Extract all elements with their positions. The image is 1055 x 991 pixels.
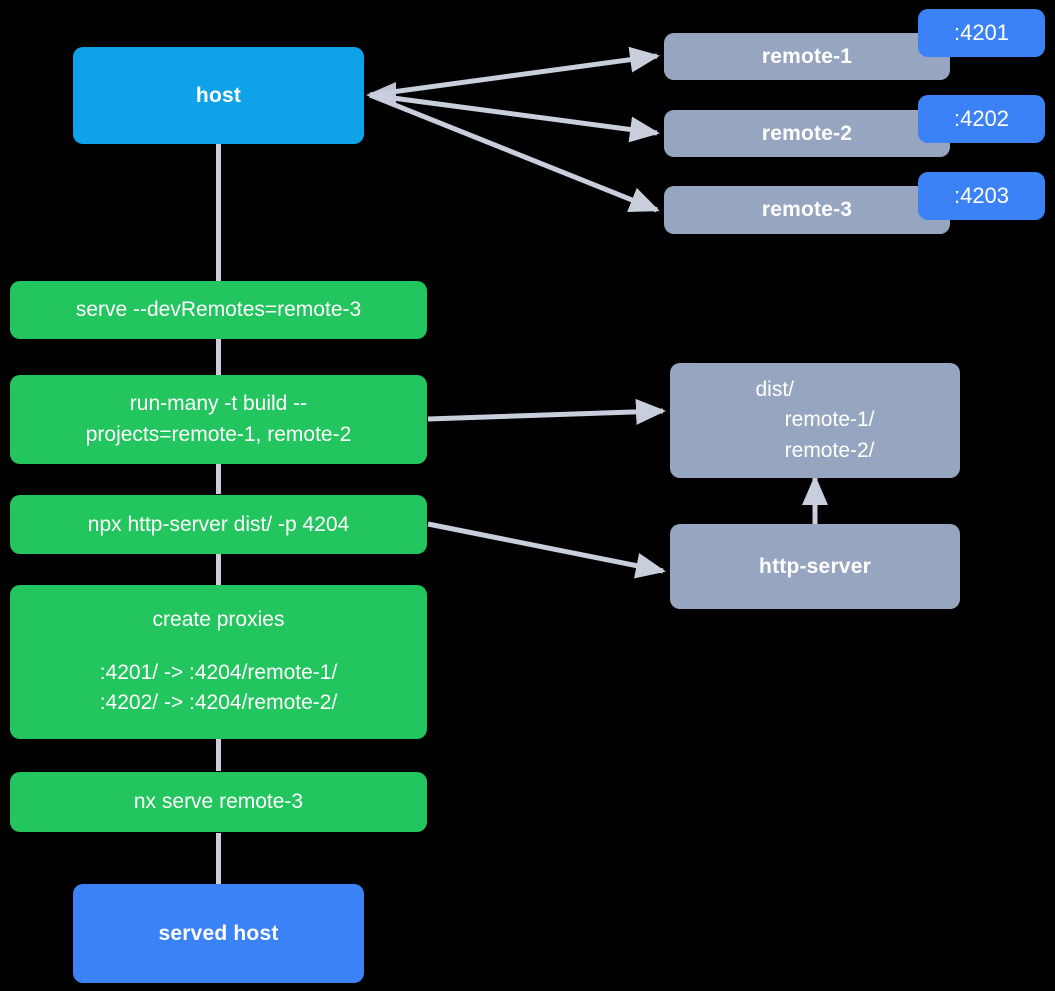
node-command-nx-serve-remote-3[interactable]: nx serve remote-3	[10, 772, 427, 832]
node-command-nx-serve-remote-3-label: nx serve remote-3	[133, 790, 304, 814]
node-served-host[interactable]: served host	[73, 884, 364, 983]
node-command-create-proxies[interactable]: create proxies :4201/ -> :4204/remote-1/…	[10, 585, 427, 739]
node-remote-1-label: remote-1	[761, 44, 853, 68]
node-remote-2-label: remote-2	[761, 121, 853, 145]
port-badge-remote-2[interactable]: :4202	[918, 95, 1045, 143]
node-remote-2[interactable]: remote-2	[664, 110, 950, 157]
port-badge-remote-1[interactable]: :4201	[918, 9, 1045, 57]
edge-runmany-to-dist	[427, 398, 666, 425]
node-served-host-label: served host	[158, 921, 279, 945]
node-dist-folder-text: dist/ remote-1/ remote-2/	[755, 377, 875, 462]
spine-proxies-to-nxserve	[216, 738, 221, 771]
edge-host-to-remote-1	[369, 46, 660, 98]
node-command-npx-http-server-label: npx http-server dist/ -p 4204	[87, 512, 350, 536]
node-command-npx-http-server[interactable]: npx http-server dist/ -p 4204	[10, 495, 427, 554]
edge-host-to-remote-2	[369, 92, 660, 143]
spine-nxserve-to-served	[216, 833, 221, 885]
spine-host-to-serve	[216, 142, 221, 282]
spine-npx-to-proxies	[216, 553, 221, 586]
node-command-serve-dev-remotes-label: serve --devRemotes=remote-3	[75, 298, 362, 322]
edge-host-inbound-head	[366, 82, 396, 108]
node-dist-folder[interactable]: dist/ remote-1/ remote-2/	[670, 363, 960, 478]
port-badge-remote-2-label: :4202	[953, 106, 1010, 131]
node-http-server[interactable]: http-server	[670, 524, 960, 609]
port-badge-remote-3-label: :4203	[953, 183, 1010, 208]
edge-npx-to-httpserver	[427, 521, 666, 579]
node-host[interactable]: host	[73, 47, 364, 144]
node-command-create-proxies-line-2: :4202/ -> :4204/remote-2/	[99, 691, 338, 715]
port-badge-remote-3[interactable]: :4203	[918, 172, 1045, 220]
node-host-label: host	[195, 83, 242, 107]
node-command-serve-dev-remotes[interactable]: serve --devRemotes=remote-3	[10, 281, 427, 339]
node-command-create-proxies-line-1: :4201/ -> :4204/remote-1/	[99, 660, 338, 684]
node-remote-1[interactable]: remote-1	[664, 33, 950, 80]
node-remote-3-label: remote-3	[761, 198, 853, 222]
node-http-server-label: http-server	[759, 554, 871, 578]
port-badge-remote-1-label: :4201	[953, 20, 1010, 45]
node-command-run-many-build-label: run-many -t build -- projects=remote-1, …	[85, 392, 352, 446]
node-command-run-many-build[interactable]: run-many -t build -- projects=remote-1, …	[10, 375, 427, 464]
node-remote-3[interactable]: remote-3	[664, 186, 950, 234]
edge-host-to-remote-3	[369, 92, 660, 213]
spine-runmany-to-npx	[216, 462, 221, 494]
node-command-create-proxies-title: create proxies	[152, 608, 285, 632]
spine-serve-to-runmany	[216, 338, 221, 376]
